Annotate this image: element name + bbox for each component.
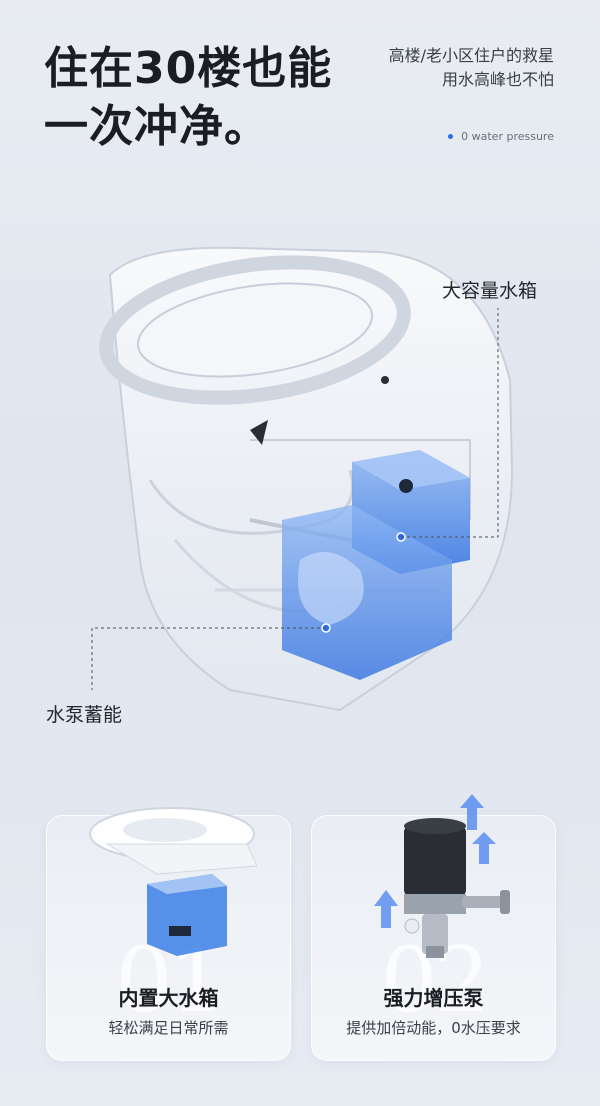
dot-icon	[448, 134, 454, 139]
card-desc: 提供加倍动能，0水压要求	[346, 1019, 521, 1037]
toilet-illustration	[91, 246, 514, 712]
water-pressure-tag: 0 water pressure	[448, 130, 554, 143]
headline: 住在30楼也能 一次冲净。	[44, 40, 332, 156]
card-desc: 轻松满足日常所需	[108, 1019, 229, 1037]
feature-card-tank: 01 内置大水箱 轻松满足日常所需	[46, 807, 291, 1061]
callout-pump: 水泵蓄能	[46, 704, 123, 726]
card-title: 强力增压泵	[383, 986, 484, 1010]
pump-illustration	[374, 794, 510, 958]
subtitle-line-2: 用水高峰也不怕	[441, 70, 554, 89]
arrow-up-icon	[374, 794, 496, 928]
subtitle: 高楼/老小区住户的救星 用水高峰也不怕	[389, 44, 554, 92]
headline-line-1: 住在30楼也能	[44, 43, 333, 94]
subtitle-line-1: 高楼/老小区住户的救星	[388, 46, 554, 65]
headline-line-2: 一次冲净。	[44, 101, 269, 152]
feature-card-pump: 02 强力增压泵 提供加倍动能，0水压要求	[311, 794, 556, 1061]
water-pressure-text: 0 water pressure	[461, 130, 554, 143]
callout-tank: 大容量水箱	[442, 280, 538, 302]
water-tank-illustration	[89, 807, 258, 956]
card-title: 内置大水箱	[118, 986, 219, 1010]
